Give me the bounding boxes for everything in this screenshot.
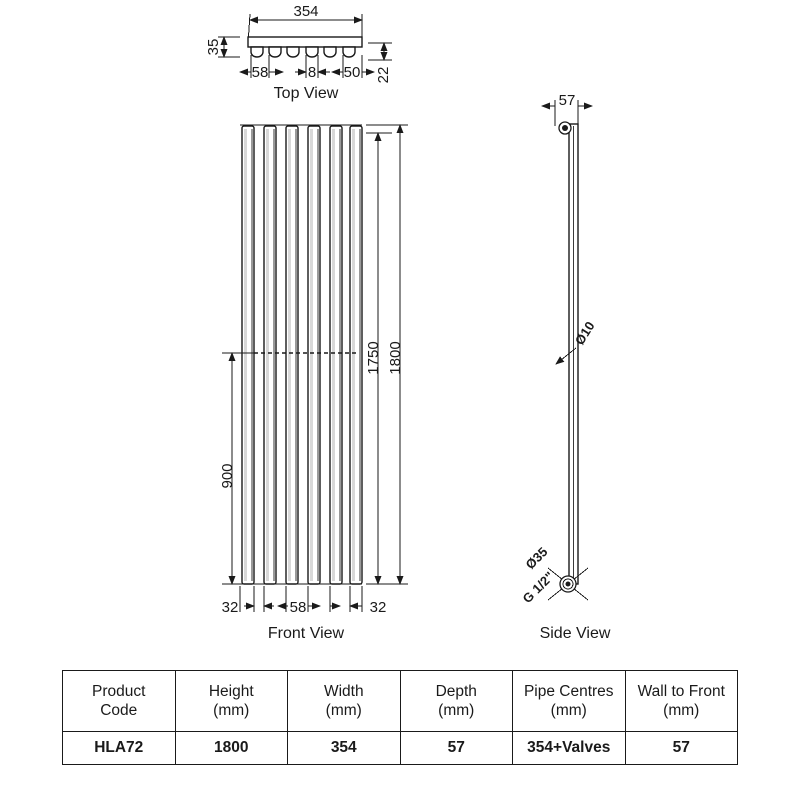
spec-value-pipe-centres: 354+Valves (512, 731, 626, 765)
frontview-tube-shadow (295, 129, 297, 581)
spec-header-depth-line1: Depth (435, 683, 477, 700)
spec-value-product-code: HLA72 (62, 731, 176, 765)
side-view-label: Side View (540, 625, 611, 642)
sideview-top-bracket-hole (562, 125, 568, 131)
dim-front-edge-right: 32 (370, 599, 387, 616)
dim-front-900: 900 (219, 463, 236, 488)
spec-table-value-row: HLA72 1800 354 57 354+Valves 57 (62, 731, 738, 765)
dim-top-left-depth: 35 (205, 39, 222, 56)
frontview-tube-highlight (288, 129, 291, 581)
dim-front-1750: 1750 (365, 341, 382, 374)
spec-header-height-line1: Height (208, 683, 254, 700)
spec-table-header-row: Product Code Height (mm) Width (mm) Dept… (62, 670, 738, 732)
dim-front-pitch: 58 (290, 599, 307, 616)
spec-header-width-line2: (mm) (325, 702, 362, 719)
dimension-texts: 354 35 58 8 50 22 1750 1800 900 32 58 32… (205, 3, 575, 616)
spec-header-product-code-line1: Product (92, 683, 146, 700)
sideview-label-thread: G 1/2" (520, 569, 557, 606)
spec-value-wall-to-front: 57 (624, 731, 738, 765)
frontview-tube-shadow (359, 129, 361, 581)
dim-top-pitch: 58 (252, 64, 269, 81)
spec-header-wall-to-front-line1: Wall to Front (637, 683, 725, 700)
spec-table: Product Code Height (mm) Width (mm) Dept… (62, 670, 738, 765)
spec-header-pipe-centres: Pipe Centres (mm) (512, 670, 626, 732)
front-view-label: Front View (268, 625, 345, 642)
spec-header-depth-line2: (mm) (438, 702, 475, 719)
dim-front-edge-left: 32 (222, 599, 239, 616)
dim-front-1800: 1800 (387, 341, 404, 374)
dim-top-gap: 8 (308, 64, 316, 81)
dim-top-tube-width: 50 (344, 64, 361, 81)
spec-header-width: Width (mm) (287, 670, 401, 732)
topview-tube-profile (342, 46, 356, 58)
spec-header-pipe-centres-line1: Pipe Centres (523, 683, 614, 700)
top-view-group: Top View (218, 13, 392, 102)
spec-header-height: Height (mm) (174, 670, 288, 732)
dim-side-depth: 57 (559, 92, 576, 109)
frontview-tube-highlight (266, 129, 269, 581)
spec-header-wall-to-front-line2: (mm) (663, 702, 700, 719)
dim-top-width: 354 (293, 3, 318, 20)
frontview-tube-highlight (332, 129, 335, 581)
topview-tube-profile (250, 46, 264, 58)
dim-top-right-depth: 22 (375, 67, 392, 84)
spec-header-wall-to-front: Wall to Front (mm) (624, 670, 738, 732)
sideview-valve-mid (562, 578, 574, 590)
spec-header-product-code-line2: Code (100, 702, 138, 719)
topview-tube-profile (286, 46, 300, 58)
spec-header-pipe-centres-line2: (mm) (550, 702, 587, 719)
spec-table-container: Product Code Height (mm) Width (mm) Dept… (62, 670, 738, 765)
spec-header-width-line1: Width (323, 683, 364, 700)
spec-header-height-line2: (mm) (213, 702, 250, 719)
spec-header-depth: Depth (mm) (399, 670, 513, 732)
spec-value-depth: 57 (399, 731, 513, 765)
sideview-leader-d10 (555, 347, 577, 365)
spec-value-width: 354 (287, 731, 401, 765)
frontview-tube-shadow (273, 129, 275, 581)
frontview-tubes (241, 125, 363, 585)
frontview-tube-highlight (310, 129, 313, 581)
spec-value-height: 1800 (174, 731, 288, 765)
topview-tube-profile (305, 46, 319, 58)
sideview-valve-inner (565, 581, 571, 587)
topview-manifold-bar (247, 36, 363, 48)
topview-tube-profile (323, 46, 337, 58)
side-view-group: Ø10 Ø35 G 1/2" Side View (520, 100, 611, 642)
spec-header-product-code: Product Code (62, 670, 176, 732)
frontview-tube-shadow (251, 129, 253, 581)
frontview-tube-highlight (244, 129, 247, 581)
sideview-label-d35: Ø35 (523, 544, 551, 572)
top-view-label: Top View (274, 85, 339, 102)
frontview-tube-shadow (339, 129, 341, 581)
front-view-group: Front View (222, 124, 408, 642)
frontview-tube-highlight (352, 129, 355, 581)
frontview-tube-shadow (317, 129, 319, 581)
topview-tube-profile (268, 46, 282, 58)
